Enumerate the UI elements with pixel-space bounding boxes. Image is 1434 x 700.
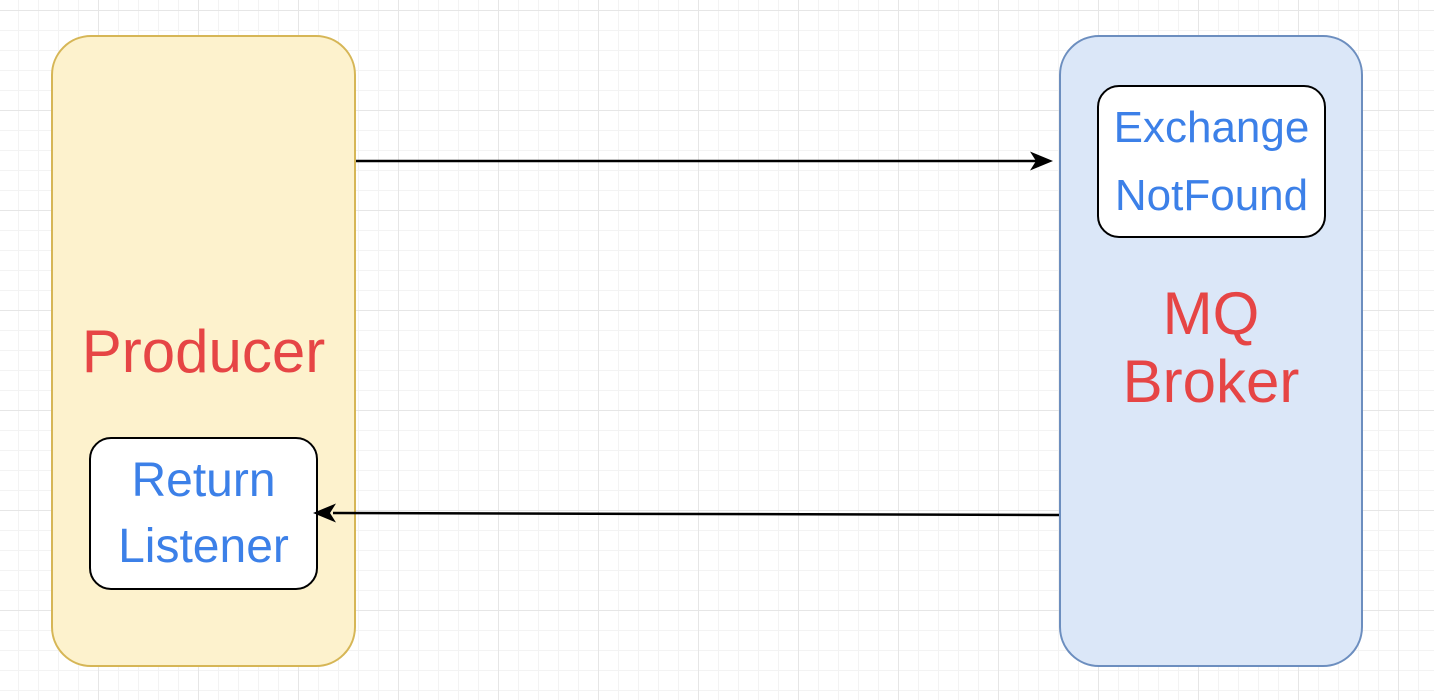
exchange-notfound-box: Exchange NotFound [1097,85,1326,238]
listener-label-line1: Return [131,453,276,507]
exchange-label-line1: Exchange [1113,102,1310,152]
mq-broker-label: MQ Broker [1059,280,1363,416]
exchange-label-line2: NotFound [1114,170,1309,220]
listener-label-line2: Listener [118,519,289,573]
return-listener-box: Return Listener [89,437,318,590]
return-arrow [313,503,1060,523]
mq-broker-label-line2: Broker [1122,348,1300,415]
mq-broker-label-line1: MQ [1162,280,1260,347]
send-arrow [356,151,1053,171]
producer-label: Producer [81,318,326,385]
